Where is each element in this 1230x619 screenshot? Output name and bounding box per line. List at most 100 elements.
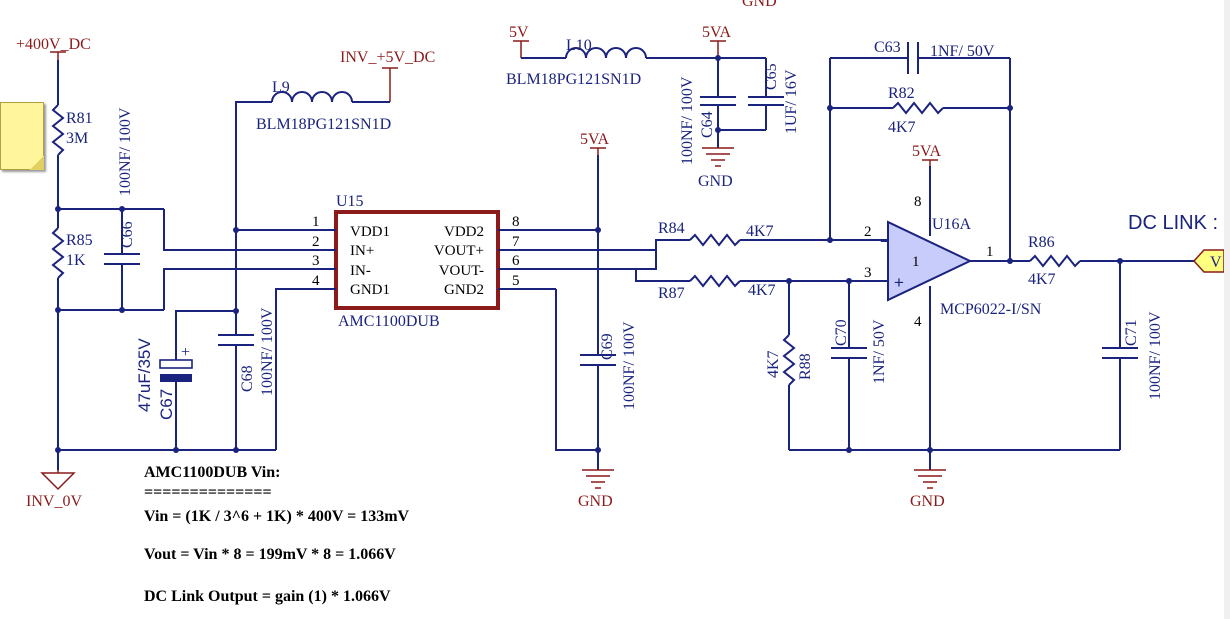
u15-pin4-name: GND1: [350, 282, 390, 298]
u15-pin4-num: 4: [312, 273, 320, 289]
u15-ref: U15: [336, 193, 364, 210]
u16-unit: 1: [912, 254, 920, 270]
r81-ref: R81: [66, 110, 93, 127]
c67-value: 47uF/35V: [135, 338, 154, 412]
vertical-scrollbar[interactable]: [1224, 0, 1230, 619]
u16-plus: +: [894, 273, 904, 292]
inductor-l10[interactable]: [565, 47, 647, 59]
c68-value: 100NF/ 100V: [259, 307, 276, 396]
net-label-gnd-top: GND: [698, 173, 733, 190]
u16-part: MCP6022-I/SN: [940, 301, 1042, 318]
inductor-l9[interactable]: [271, 91, 353, 103]
l9-filter: INV_+5V_DC L9 BLM18PG121SN1D C68 100NF/ …: [218, 49, 435, 450]
u15-pin1-name: VDD1: [350, 224, 390, 240]
r87-value: 4K7: [748, 282, 776, 299]
r81-value: 3M: [66, 130, 88, 147]
resistor-r85[interactable]: [51, 227, 65, 279]
r84-value: 4K7: [746, 223, 774, 240]
net-label-5va-top: 5VA: [702, 24, 731, 41]
resistor-r81[interactable]: [51, 104, 65, 156]
u15-pin3-num: 3: [312, 253, 320, 269]
resistor-r84[interactable]: [689, 233, 741, 247]
c69-ref: C69: [599, 333, 616, 360]
resistor-r82[interactable]: [892, 101, 944, 115]
opamp-u16a[interactable]: − + 1 2 3 U16A MCP6022-I/SN 5VA 8 4 1 GN…: [864, 143, 1042, 510]
gnd1-network: + 47uF/35V C67: [55, 288, 314, 453]
u16-pin-noninv: 3: [864, 265, 872, 281]
c66-ref: C66: [119, 221, 136, 248]
c65-ref: C65: [763, 63, 780, 90]
r85-value: 1K: [66, 252, 86, 269]
ic-u15[interactable]: U15 1 2 3 4 VDD1 IN+ IN- GND1 VDD2 VOUT+…: [312, 193, 556, 330]
u16-ref: U16A: [932, 216, 972, 233]
c69-value: 100NF/ 100V: [621, 321, 638, 410]
sticky-note-icon[interactable]: [0, 102, 44, 170]
l10-value: BLM18PG121SN1D: [506, 71, 641, 88]
u15-pin3-name: IN-: [350, 263, 371, 279]
u15-pin2-name: IN+: [350, 243, 374, 259]
u15-pin6-num: 6: [512, 253, 520, 269]
ground-gnd-top-icon: [702, 147, 734, 167]
c67-ref: C67: [157, 389, 176, 420]
c63-ref: C63: [874, 39, 901, 56]
c64-ref: C64: [699, 111, 716, 138]
c70-value: 1NF/ 50V: [871, 319, 888, 384]
u15-pin2-num: 2: [312, 234, 320, 250]
u15-pin7-num: 7: [512, 234, 520, 250]
c66-value: 100NF/ 100V: [117, 107, 134, 196]
u15-pin5-name: GND2: [444, 282, 484, 298]
u15-pin8-num: 8: [512, 214, 520, 230]
l9-ref: L9: [272, 79, 290, 96]
u16-pin-out: 1: [986, 244, 994, 260]
ground-gnd-op-icon: [914, 469, 946, 489]
vdd2-network: 5VA C69 100NF/ 100V GND: [555, 131, 638, 510]
net-label-5v: 5V: [509, 24, 529, 41]
resistor-r87[interactable]: [689, 274, 741, 288]
u16-minus: −: [880, 232, 890, 251]
net-label-dclink: DC LINK :: [1128, 212, 1218, 234]
l10-filter: GND 5V L10 BLM18PG121SN1D 5VA 100NF/ 100…: [506, 0, 800, 190]
capacitor-c67[interactable]: [159, 359, 193, 369]
net-label-gnd-cut: GND: [742, 0, 777, 10]
r82-ref: R82: [888, 85, 915, 102]
l10-ref: L10: [566, 37, 592, 54]
l9-value: BLM18PG121SN1D: [256, 116, 391, 133]
u16-pin-inv: 2: [864, 224, 872, 240]
c67-polarity: +: [181, 344, 190, 361]
r82-value: 4K7: [888, 119, 916, 136]
r84-ref: R84: [658, 220, 685, 237]
r85-ref: R85: [66, 232, 93, 249]
c71-value: 100NF/ 100V: [1147, 311, 1164, 400]
port-dclink-letter: V: [1210, 254, 1222, 271]
output-network: R86 4K7 C71 100NF/ 100V DC LINK : V: [789, 212, 1225, 453]
u15-pin7-name: VOUT+: [434, 243, 484, 259]
note-title: AMC1100DUB Vin:: [144, 464, 281, 481]
calculation-note: AMC1100DUB Vin: ============== Vin = (1K…: [136, 462, 554, 619]
c63-value: 1NF/ 50V: [930, 43, 995, 60]
resistor-r88[interactable]: [782, 334, 796, 386]
c68-ref: C68: [239, 365, 256, 392]
u15-pin1-num: 1: [312, 214, 320, 230]
u16-pin-vdd: 8: [914, 194, 922, 210]
resistor-r86[interactable]: [1029, 254, 1081, 268]
feedback-network: C63 1NF/ 50V R82 4K7: [827, 39, 1013, 260]
r88-value: 4K7: [765, 350, 782, 378]
ground-inv0v-icon: [40, 472, 76, 491]
c65-value: 1UF/ 16V: [783, 69, 800, 134]
u15-part: AMC1100DUB: [338, 313, 440, 330]
note-line-vin: Vin = (1K / 3^6 + 1K) * 400V = 133mV: [144, 508, 410, 525]
r86-ref: R86: [1028, 234, 1055, 251]
u15-pin5-num: 5: [512, 273, 520, 289]
divider-network: +400V_DC R81 3M R85 1K INV_0V C66 100NF/…: [16, 36, 314, 510]
net-label-plus400v: +400V_DC: [16, 36, 91, 53]
note-rule: ==============: [144, 484, 272, 501]
opamp-inputs: R84 4K7 R87 4K7 4K7 R88 C70 1NF/ 50V: [556, 220, 888, 450]
net-label-gnd-op: GND: [910, 493, 945, 510]
r88-ref: R88: [797, 353, 814, 380]
c70-ref: C70: [833, 319, 850, 346]
u15-pin8-name: VDD2: [444, 224, 484, 240]
net-label-inv5v: INV_+5V_DC: [340, 49, 435, 66]
note-line-vout: Vout = Vin * 8 = 199mV * 8 = 1.066V: [144, 546, 396, 563]
net-label-inv0v: INV_0V: [26, 493, 82, 510]
